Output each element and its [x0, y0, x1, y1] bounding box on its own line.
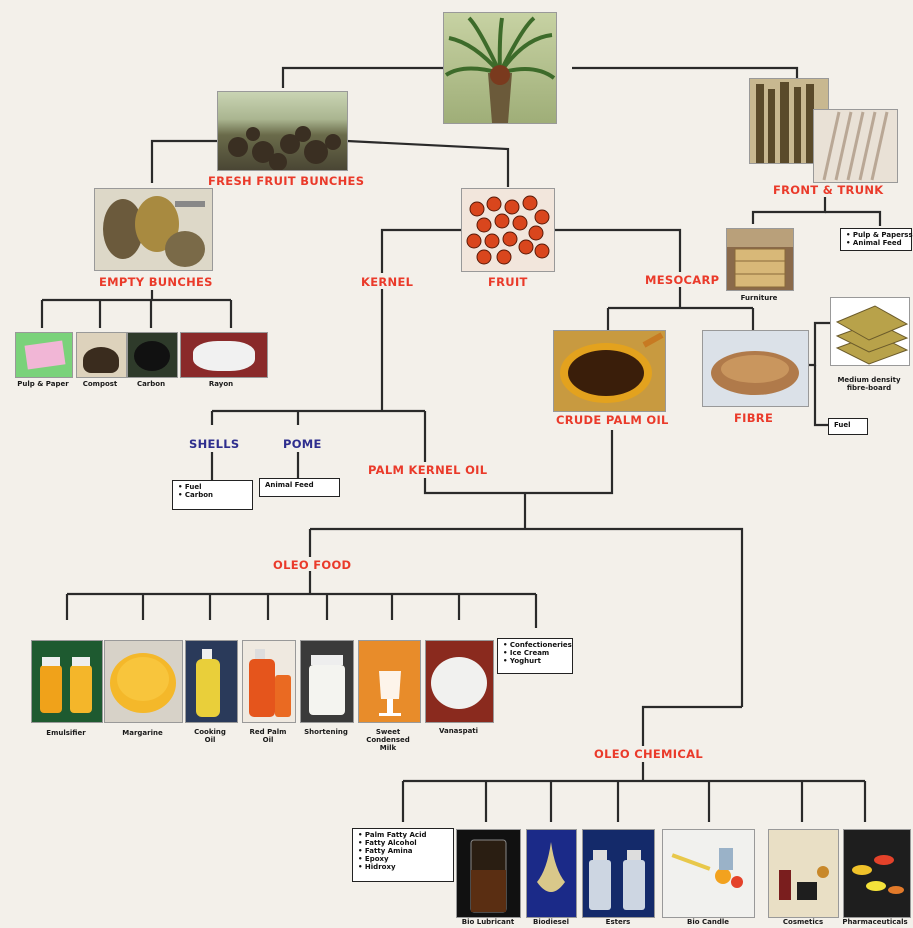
list-item: Yoghurt	[503, 657, 567, 665]
list-item: Fatty Amina	[358, 847, 448, 855]
empty-bunches-photo	[94, 188, 213, 271]
vanaspati-photo	[425, 640, 494, 723]
crude-palm-oil-label: CRUDE PALM OIL	[556, 413, 669, 427]
fruit-label: FRUIT	[488, 275, 528, 289]
compost-photo	[76, 332, 127, 378]
crude-palm-oil-photo	[553, 330, 666, 412]
trunk-wood-photo	[813, 109, 898, 183]
esters-photo	[582, 829, 655, 918]
pharmaceuticals-photo	[843, 829, 911, 918]
carbon-caption: Carbon	[136, 380, 166, 388]
oleo-chemical-label: OLEO CHEMICAL	[594, 747, 703, 761]
list-item: Fatty Alcohol	[358, 839, 448, 847]
pulp-paper-photo	[15, 332, 73, 378]
pome-label: POME	[283, 437, 322, 451]
emulsifier-caption: Emulsifier	[46, 729, 86, 737]
pulp-paper-caption: Pulp & Paper	[17, 380, 69, 388]
palm-kernel-oil-label: PALM KERNEL OIL	[368, 463, 488, 477]
trunk-products-box: Pulp & Paperss Animal Feed	[840, 228, 913, 251]
animal-feed-text: Animal Feed	[265, 481, 314, 489]
biodiesel-photo	[526, 829, 577, 918]
list-item: Animal Feed	[846, 239, 906, 247]
chemicals-box: Palm Fatty Acid Fatty Alcohol Fatty Amin…	[352, 828, 454, 882]
bio-lubricant-caption: Bio Lubricant	[461, 918, 515, 926]
front-trunk-label: FRONT & TRUNK	[773, 183, 884, 197]
list-item: Carbon	[178, 491, 247, 499]
cosmetics-photo	[768, 829, 839, 918]
cooking-oil-photo	[185, 640, 238, 723]
margarine-photo	[104, 640, 183, 723]
mesocarp-label: MESOCARP	[645, 273, 720, 287]
fibre-label: FIBRE	[734, 411, 774, 425]
oleo-food-label: OLEO FOOD	[273, 558, 352, 572]
rayon-caption: Rayon	[208, 380, 234, 388]
kernel-label: KERNEL	[361, 275, 414, 289]
fuel-box: Fuel	[828, 418, 868, 435]
carbon-photo	[127, 332, 178, 378]
margarine-caption: Margarine	[122, 729, 163, 737]
dairy-products-box: Confectioneries Ice Cream Yoghurt	[497, 638, 573, 674]
fibre-board-photo	[830, 297, 910, 366]
condensed-milk-caption: Sweet Condensed Milk	[366, 728, 410, 752]
furniture-caption: Furniture	[740, 294, 778, 302]
condensed-milk-photo	[358, 640, 421, 723]
list-item: Pulp & Paperss	[846, 231, 913, 239]
compost-caption: Compost	[82, 380, 118, 388]
list-item: Confectioneries	[503, 641, 572, 649]
furniture-photo	[726, 228, 794, 291]
fuel-text: Fuel	[834, 421, 851, 429]
rayon-photo	[180, 332, 268, 378]
list-item: Ice Cream	[503, 649, 567, 657]
red-palm-oil-photo	[242, 640, 296, 723]
vanaspati-caption: Vanaspati	[438, 727, 479, 735]
bio-candle-caption: Bio Candle	[687, 918, 729, 926]
fruit-bunches-photo	[217, 91, 348, 171]
biodiesel-caption: Biodiesel	[532, 918, 569, 926]
esters-caption: Esters	[605, 918, 631, 926]
red-palm-oil-caption: Red Palm Oil	[249, 728, 287, 744]
bio-lubricant-photo	[456, 829, 521, 918]
shortening-photo	[300, 640, 354, 723]
pharmaceuticals-caption: Pharmaceuticals	[842, 918, 908, 926]
shells-products-box: Fuel Carbon	[172, 480, 253, 510]
empty-bunches-label: EMPTY BUNCHES	[99, 275, 213, 289]
list-item: Fuel	[178, 483, 247, 491]
cosmetics-caption: Cosmetics	[782, 918, 824, 926]
list-item: Epoxy	[358, 855, 448, 863]
emulsifier-photo	[31, 640, 103, 723]
fresh-fruit-bunches-label: FRESH FRUIT BUNCHES	[208, 174, 365, 188]
list-item: Hidroxy	[358, 863, 448, 871]
palm-tree-photo	[443, 12, 557, 124]
list-item: Palm Fatty Acid	[358, 831, 448, 839]
medium-density-caption: Medium density fibre-board	[837, 376, 901, 392]
shells-label: SHELLS	[189, 437, 240, 451]
palm-fruit-photo	[461, 188, 555, 272]
shortening-caption: Shortening	[304, 728, 348, 736]
animal-feed-box: Animal Feed	[259, 478, 340, 497]
bio-candle-photo	[662, 829, 755, 918]
fibre-photo	[702, 330, 809, 407]
cooking-oil-caption: Cooking Oil	[194, 728, 226, 744]
